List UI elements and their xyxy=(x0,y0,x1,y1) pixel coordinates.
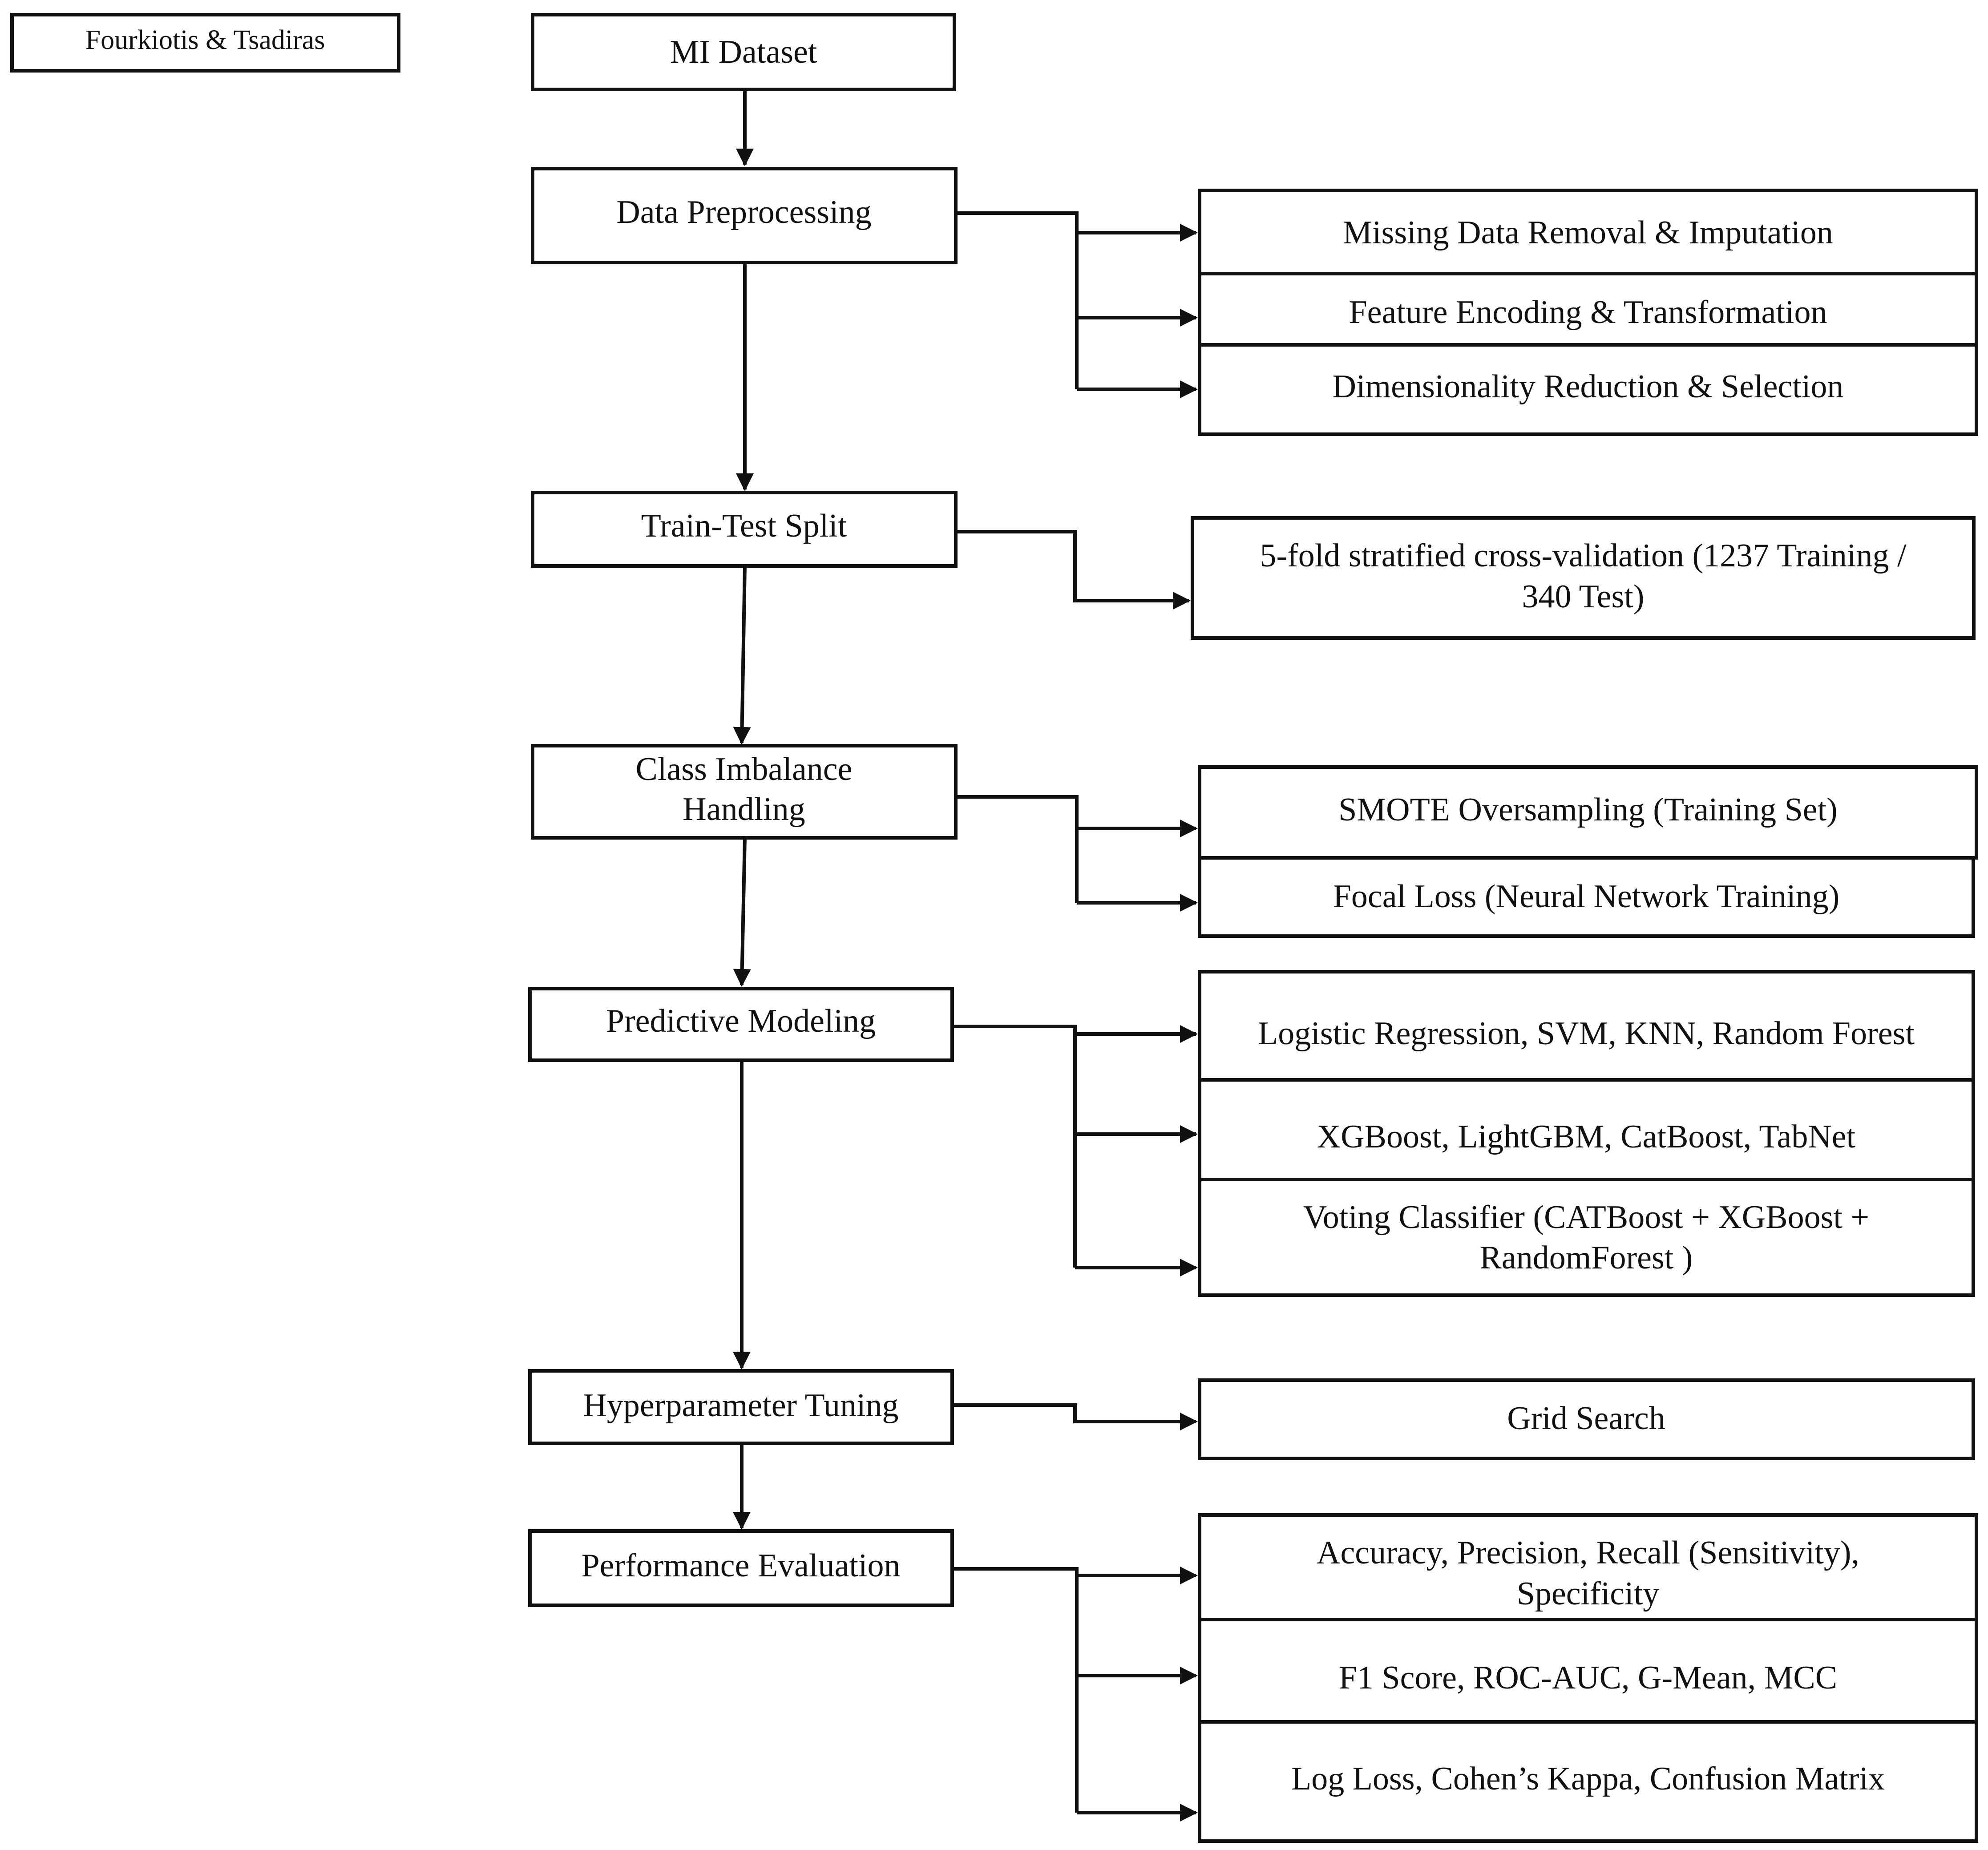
step-label: Train-Test Split xyxy=(641,508,847,544)
branch-connectors xyxy=(952,211,1198,1822)
step-mi-dataset: MI Dataset xyxy=(531,13,956,91)
step-label: Predictive Modeling xyxy=(606,1003,876,1039)
detail-cross-validation-line-2: 340 Test) xyxy=(1522,578,1644,615)
detail-metrics-1-line-1: Accuracy, Precision, Recall (Sensitivity… xyxy=(1317,1535,1859,1571)
detail-grid-search: Grid Search xyxy=(1507,1400,1665,1437)
arrow-to-cross-validation xyxy=(956,530,1191,610)
author-tag-text: Fourkiotis & Tsadiras xyxy=(85,25,325,55)
detail-feature-encoding: Feature Encoding & Transformation xyxy=(1349,294,1827,331)
detail-metrics-3: Log Loss, Cohen’s Kappa, Confusion Matri… xyxy=(1291,1761,1885,1797)
detail-voting-classifier-line-2: RandomForest ) xyxy=(1480,1240,1693,1276)
main-flow-connectors xyxy=(733,89,754,1530)
step-label-line-1: Class Imbalance xyxy=(636,751,853,788)
detail-boosting-models: XGBoost, LightGBM, CatBoost, TabNet xyxy=(1317,1119,1856,1155)
detail-classic-models: Logistic Regression, SVM, KNN, Random Fo… xyxy=(1258,1015,1915,1052)
detail-metrics-1-line-2: Specificity xyxy=(1517,1575,1660,1612)
step-predictive-modeling: Predictive Modeling xyxy=(528,987,954,1062)
arrow-split-to-imbalance xyxy=(733,566,751,745)
detail-missing-data: Missing Data Removal & Imputation xyxy=(1343,214,1833,251)
detail-smote: SMOTE Oversampling (Training Set) xyxy=(1338,792,1838,828)
step-class-imbalance: Class Imbalance Handling xyxy=(531,744,958,840)
details-tuning: Grid Search xyxy=(1198,1378,1975,1460)
step-train-test-split: Train-Test Split xyxy=(531,491,958,568)
detail-cross-validation-line-1: 5-fold stratified cross-validation (1237… xyxy=(1260,537,1907,574)
detail-metrics-2: F1 Score, ROC-AUC, G-Mean, MCC xyxy=(1339,1660,1837,1696)
detail-voting-classifier-line-1: Voting Classifier (CATBoost + XGBoost + xyxy=(1303,1199,1869,1236)
step-label: MI Dataset xyxy=(670,34,817,70)
arrow-imbalance-to-modeling xyxy=(733,837,751,987)
step-performance-evaluation: Performance Evaluation xyxy=(528,1529,954,1607)
detail-dimensionality: Dimensionality Reduction & Selection xyxy=(1333,368,1844,405)
details-modeling: Logistic Regression, SVM, KNN, Random Fo… xyxy=(1198,970,1975,1297)
detail-focal-loss: Focal Loss (Neural Network Training) xyxy=(1333,878,1840,915)
author-tag: Fourkiotis & Tsadiras xyxy=(10,13,400,73)
step-data-preprocessing: Data Preprocessing xyxy=(531,167,958,264)
step-label: Hyperparameter Tuning xyxy=(583,1387,898,1424)
details-imbalance: SMOTE Oversampling (Training Set) Focal … xyxy=(1198,765,1978,938)
details-split: 5-fold stratified cross-validation (1237… xyxy=(1191,516,1976,640)
step-label-line-2: Handling xyxy=(683,791,805,828)
details-preprocessing: Missing Data Removal & Imputation Featur… xyxy=(1198,189,1978,436)
details-evaluation: Accuracy, Precision, Recall (Sensitivity… xyxy=(1198,1513,1978,1843)
arrow-to-grid-search xyxy=(952,1403,1198,1430)
step-label: Performance Evaluation xyxy=(581,1547,900,1584)
step-label: Data Preprocessing xyxy=(616,194,871,230)
step-hyperparameter-tuning: Hyperparameter Tuning xyxy=(528,1369,954,1445)
